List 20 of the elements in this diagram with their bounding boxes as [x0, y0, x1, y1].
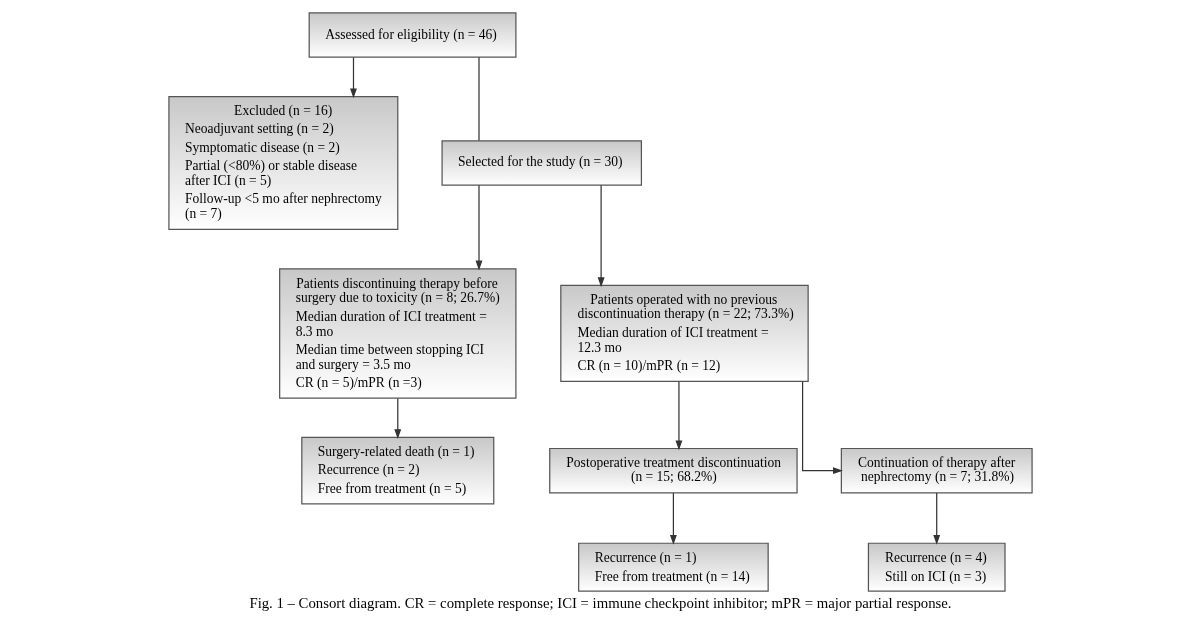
arrow — [669, 492, 677, 545]
arrow — [393, 397, 401, 440]
node-box: Recurrence (n = 1) Free from treatment (n = 14) — [577, 542, 769, 592]
node-box: Surgery-related death (n = 1) Recurrence (n = 2) Free from treatment (n = 5) — [300, 436, 494, 505]
connector — [477, 56, 480, 142]
node-box: Patients discontinuing therapy before surgery due to toxicity (n = 8; 26.7%) Median duration of ICI treatment = 8.3 mo Median time between stopping ICI and surgery = 3.5 mo CR (n = 5)/mPR (n =3) — [278, 268, 517, 399]
arrow — [932, 492, 940, 545]
node-box: Selected for the study (n = 30) — [440, 140, 642, 186]
node-box: Excluded (n = 16) Neoadjuvant setting (n = 2) Symptomatic disease (n = 2) Partial (<80%) or stable disease after ICI (n = 5) Follow-up <5 mo after nephrectomy (n = 7) — [167, 96, 398, 231]
arrow — [597, 184, 605, 288]
caption: Fig. 1 – Consort diagram. CR = complete response; ICI = immune checkpoint inhibitor; mPR = major partial response. — [248, 594, 952, 611]
node-box: Recurrence (n = 4) Still on ICI (n = 3) — [867, 542, 1006, 592]
arrow — [801, 381, 843, 475]
arrow — [349, 56, 357, 99]
node-box: Assessed for eligibility (n = 46) — [308, 12, 517, 58]
node-box: Postoperative treatment discontinuation (n = 15; 68.2%) — [548, 447, 798, 494]
arrow — [675, 381, 682, 451]
node-box: Continuation of therapy after nephrectomy (n = 7; 31.8%) — [840, 447, 1033, 494]
node-box: Patients operated with no previous discontinuation therapy (n = 22; 73.3%) Median duration of ICI treatment = 12.3 mo CR (n = 10)/mPR (n = 12) — [559, 284, 809, 383]
arrow — [475, 184, 482, 271]
